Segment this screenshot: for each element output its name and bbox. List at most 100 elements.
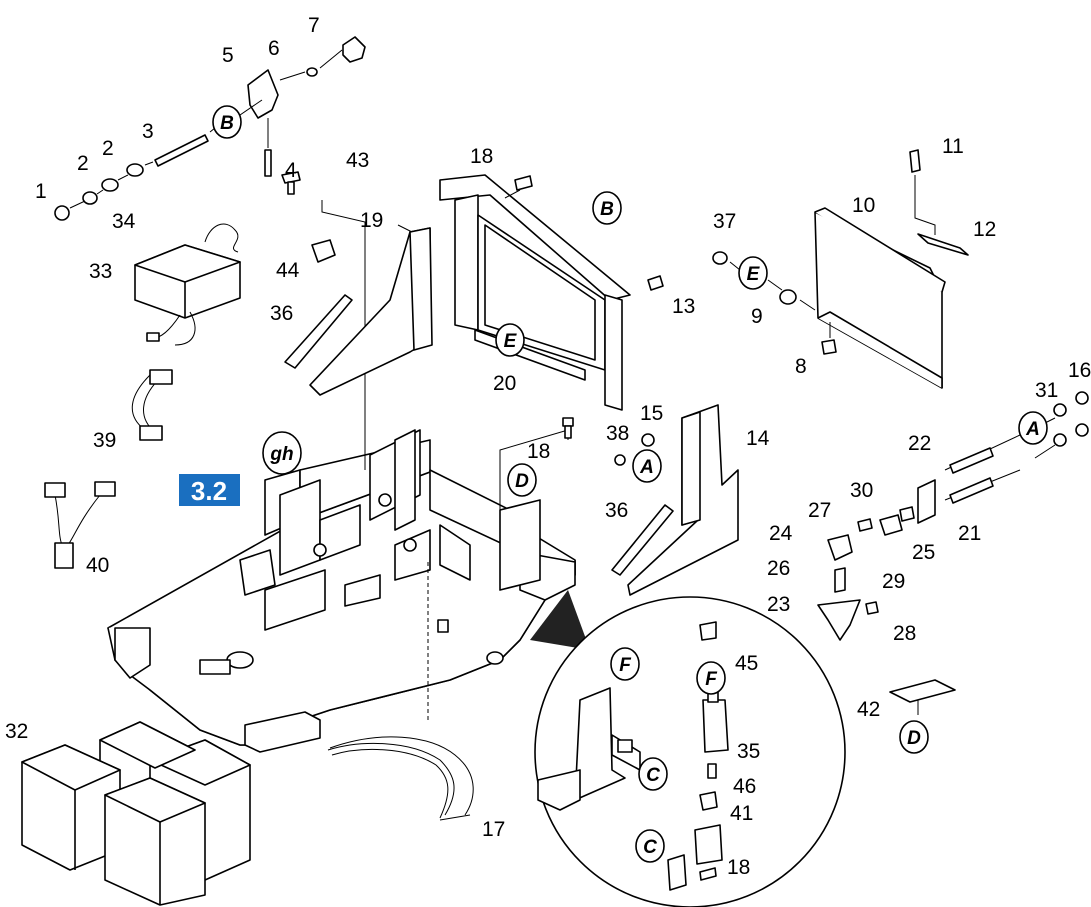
callout-circle xyxy=(610,647,640,681)
part-label: 2 xyxy=(102,137,114,160)
part-label: 3 xyxy=(142,120,154,143)
part-label: 30 xyxy=(850,479,873,502)
part-label: 36 xyxy=(605,499,628,522)
callout-label: D xyxy=(907,728,921,749)
callout-label: C xyxy=(643,837,657,858)
part-label: 31 xyxy=(1035,379,1058,402)
part-label: 9 xyxy=(751,305,763,328)
callout-circle xyxy=(507,463,537,497)
part-label: 22 xyxy=(908,432,931,455)
callout-label: A xyxy=(1025,419,1040,440)
callout-label: B xyxy=(600,199,614,220)
part-number-labels: 1 2 2 3 4 5 6 7 8 9 10 11 12 13 14 15 16… xyxy=(5,14,1091,879)
battery-pack xyxy=(21,721,251,906)
side-panel-14 xyxy=(627,404,739,596)
callout-label: E xyxy=(747,264,761,285)
part-label: 1 xyxy=(35,180,47,203)
callout-circle xyxy=(632,449,662,483)
part-label: 7 xyxy=(308,14,320,37)
part-label: 43 xyxy=(346,149,369,172)
part-label: 38 xyxy=(606,422,629,445)
part-label: 24 xyxy=(769,522,793,545)
part-label: 23 xyxy=(767,593,790,616)
callout-circle xyxy=(635,829,665,863)
part-label: 2 xyxy=(77,152,89,175)
part-label: 44 xyxy=(276,259,300,282)
part-label: 8 xyxy=(795,355,807,378)
callout-label: F xyxy=(619,655,632,676)
part-label: 18 xyxy=(527,440,550,463)
callout-label: F xyxy=(705,669,718,690)
callout-label: E xyxy=(504,331,518,352)
part-label: 18 xyxy=(470,145,493,168)
side-panel-19 xyxy=(309,224,433,396)
callout-label: B xyxy=(220,113,234,134)
callout-label: A xyxy=(639,457,654,478)
rubber-strip-36 xyxy=(284,294,674,576)
reference-badge-bg xyxy=(179,474,240,506)
reference-badge: 3.2 xyxy=(179,474,240,506)
callout-circle xyxy=(212,105,242,139)
callout-circles: B B E E A A D D gh F F C C xyxy=(212,105,1048,863)
cable-39 xyxy=(131,369,173,441)
part-label: 37 xyxy=(713,210,736,233)
part-label: 13 xyxy=(672,295,695,318)
part-label: 40 xyxy=(86,554,109,577)
cover-10 xyxy=(712,149,969,389)
part-label: 26 xyxy=(767,557,790,580)
callout-label: D xyxy=(515,471,529,492)
screw-18b xyxy=(562,417,574,439)
part-label: 33 xyxy=(89,260,112,283)
clip-44 xyxy=(311,239,336,263)
part-label: 15 xyxy=(640,402,663,425)
part-label: 25 xyxy=(912,541,935,564)
chassis-frame xyxy=(107,429,576,753)
part-label: 4 xyxy=(285,159,297,182)
part-label: 16 xyxy=(1068,359,1091,382)
callout-label: gh xyxy=(269,444,293,465)
part-label: 19 xyxy=(360,209,383,232)
callout-circle xyxy=(738,256,768,290)
cable-40 xyxy=(44,481,116,569)
part-label: 36 xyxy=(270,302,293,325)
callout-circle xyxy=(696,661,726,695)
part-label: 42 xyxy=(857,698,880,721)
detail-view xyxy=(530,590,846,907)
spring-assembly xyxy=(817,391,1089,641)
callout-circle xyxy=(592,191,622,225)
part-label: 46 xyxy=(733,775,756,798)
tubing-17 xyxy=(327,736,474,821)
reference-badge-label: 3.2 xyxy=(191,476,227,506)
shaft-assembly xyxy=(54,36,366,221)
callout-circle xyxy=(899,720,929,754)
part-label: 45 xyxy=(735,652,758,675)
part-label: 27 xyxy=(808,499,831,522)
callout-circle xyxy=(495,323,525,357)
label-plate-42 xyxy=(889,679,956,715)
part-label: 14 xyxy=(746,427,770,450)
callout-label: C xyxy=(646,765,660,786)
callout-circle xyxy=(262,431,302,475)
part-label: 39 xyxy=(93,429,116,452)
part-label: 20 xyxy=(493,372,516,395)
part-label: 34 xyxy=(112,210,136,233)
callout-circle xyxy=(638,757,668,791)
part-label: 6 xyxy=(268,37,280,60)
part-label: 10 xyxy=(852,194,875,217)
part-label: 29 xyxy=(882,570,905,593)
part-label: 41 xyxy=(730,802,753,825)
washer-38 xyxy=(614,454,626,466)
screw-43 xyxy=(281,171,301,195)
callout-circle xyxy=(1018,411,1048,445)
screw-13 xyxy=(647,275,664,291)
part-label: 35 xyxy=(737,740,760,763)
part-label: 18 xyxy=(727,856,750,879)
washer-15 xyxy=(641,433,655,447)
part-label: 5 xyxy=(222,44,234,67)
part-label: 11 xyxy=(942,135,964,158)
part-label: 12 xyxy=(973,218,996,241)
part-label: 17 xyxy=(482,818,505,841)
part-label: 21 xyxy=(958,522,981,545)
part-label: 28 xyxy=(893,622,916,645)
